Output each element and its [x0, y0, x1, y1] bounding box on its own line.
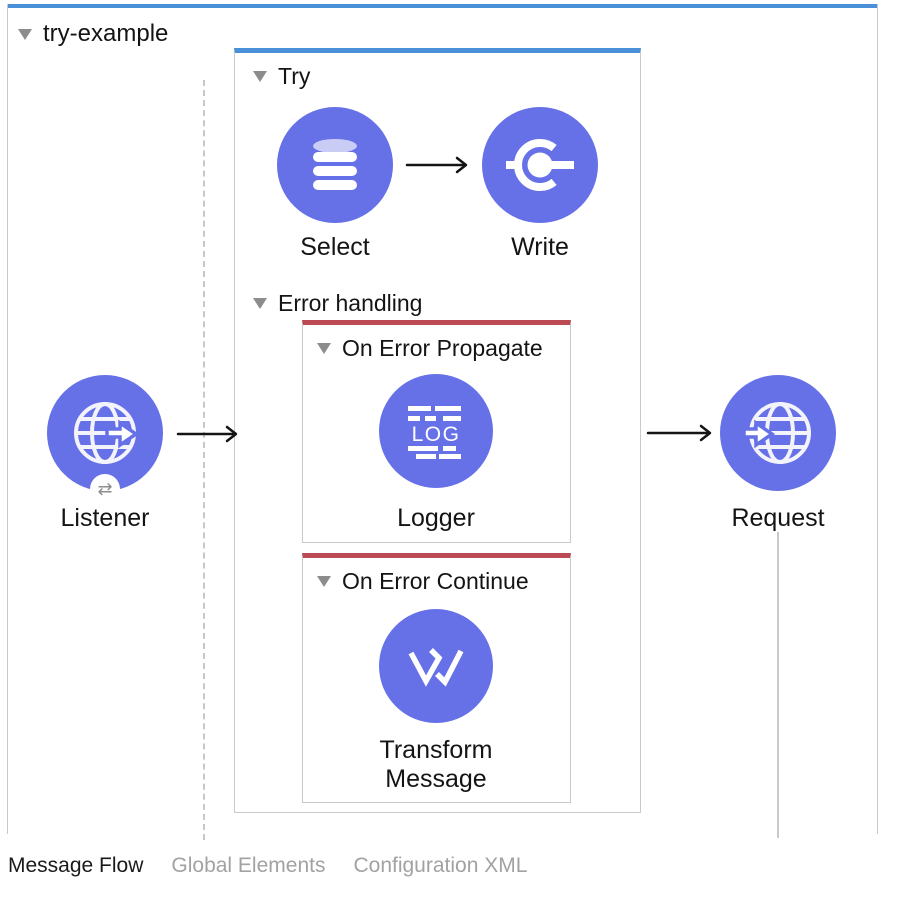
tab-configuration-xml[interactable]: Configuration XML [353, 854, 528, 877]
globe-arrow-in-icon [742, 402, 811, 464]
on-error-continue-header: On Error Continue [317, 568, 529, 595]
write-label: Write [511, 233, 569, 261]
request-label: Request [731, 504, 825, 532]
flow-top-accent-bar [8, 4, 877, 8]
logger-label: Logger [397, 504, 475, 532]
select-label: Select [300, 233, 370, 261]
request-node[interactable] [720, 375, 836, 491]
collapse-arrow-icon[interactable] [253, 71, 267, 82]
collapse-arrow-icon[interactable] [317, 576, 331, 587]
on-error-propagate-header: On Error Propagate [317, 335, 543, 362]
globe-arrow-out-icon [74, 402, 140, 464]
on-error-propagate-label: On Error Propagate [342, 335, 543, 361]
write-ring-icon [506, 139, 574, 191]
log-lines-icon: LOG [408, 406, 461, 459]
dataweave-icon [408, 648, 464, 687]
transform-message-label: Transform Message [379, 736, 493, 793]
source-processor-divider [203, 80, 205, 840]
database-icon [313, 139, 357, 190]
try-scope-header: Try [253, 63, 310, 90]
logger-icon-text: LOG [412, 423, 461, 446]
collapse-arrow-icon[interactable] [317, 343, 331, 354]
try-scope[interactable]: Try Select Wr [234, 48, 641, 813]
flow-container[interactable]: try-example ⇄ Listener [7, 4, 878, 840]
collapse-arrow-icon[interactable] [18, 28, 32, 40]
editor-tab-bar: Message Flow Global Elements Configurati… [8, 854, 527, 878]
transform-message-node[interactable] [379, 609, 493, 723]
write-node[interactable] [482, 107, 598, 223]
select-node[interactable] [277, 107, 393, 223]
on-error-propagate-scope[interactable]: On Error Propagate LOG Logger [302, 320, 571, 543]
tab-message-flow[interactable]: Message Flow [8, 854, 144, 877]
error-handling-label: Error handling [278, 290, 423, 316]
on-error-continue-scope[interactable]: On Error Continue Transform Message [302, 553, 571, 803]
flow-title: try-example [43, 20, 169, 47]
logger-node[interactable]: LOG [379, 374, 493, 488]
on-error-continue-label: On Error Continue [342, 568, 529, 594]
flow-header: try-example [18, 20, 168, 48]
try-scope-label: Try [278, 63, 311, 89]
tab-global-elements[interactable]: Global Elements [171, 854, 326, 877]
listener-node[interactable] [47, 375, 163, 491]
message-exchange-badge[interactable]: ⇄ [90, 474, 120, 504]
exchange-arrows-icon: ⇄ [97, 479, 113, 499]
listener-label: Listener [60, 504, 150, 532]
collapse-arrow-icon[interactable] [253, 298, 267, 309]
error-handling-header: Error handling [253, 290, 422, 317]
